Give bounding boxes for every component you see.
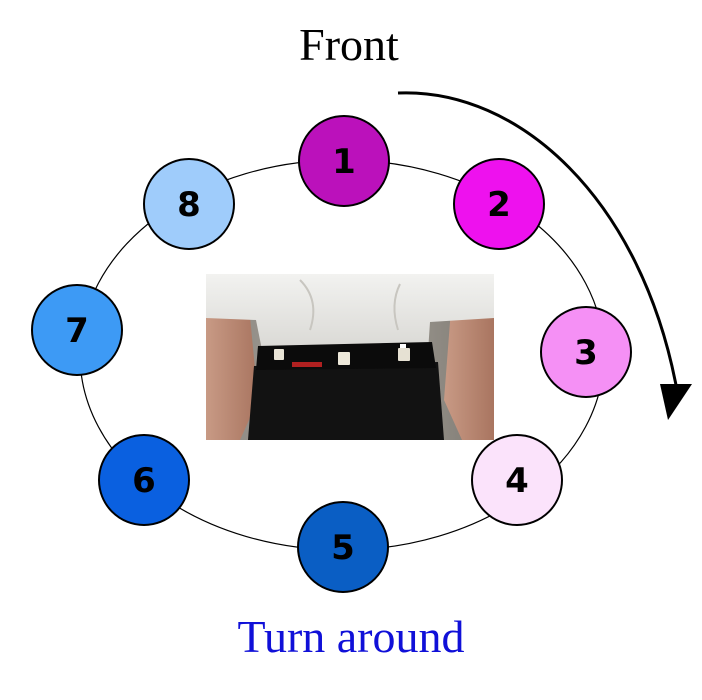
sensor-node-label: 4 xyxy=(505,461,529,501)
sensor-node-8: 8 xyxy=(143,158,235,250)
rotation-arrow-curve xyxy=(397,91,678,386)
sensor-node-circle xyxy=(98,434,190,526)
sensor-node-circle xyxy=(298,115,390,207)
sensor-node-label: 8 xyxy=(177,185,201,225)
sensor-node-circle xyxy=(297,501,389,593)
sensor-node-label: 5 xyxy=(331,528,355,568)
belt-photo xyxy=(206,274,494,440)
sensor-node-circle xyxy=(453,158,545,250)
sensor-node-label: 6 xyxy=(132,461,156,501)
sensor-node-circle xyxy=(540,306,632,398)
turn-around-label: Turn around xyxy=(237,611,465,662)
sensor-node-7: 7 xyxy=(31,284,123,376)
sensor-node-label: 1 xyxy=(332,142,356,182)
sensor-node-3: 3 xyxy=(540,306,632,398)
sensor-node-5: 5 xyxy=(297,501,389,593)
sensor-node-label: 2 xyxy=(487,185,511,225)
sensor-node-circle xyxy=(143,158,235,250)
sensor-node-circle xyxy=(471,434,563,526)
sensor-node-circle xyxy=(31,284,123,376)
sensor-node-label: 7 xyxy=(65,311,89,351)
sensor-node-2: 2 xyxy=(453,158,545,250)
sensor-node-1: 1 xyxy=(298,115,390,207)
rotation-arrow-head xyxy=(660,384,692,420)
sensor-nodes: 1 2 3 4 5 6 7 8 xyxy=(31,115,632,593)
sensor-node-label: 3 xyxy=(574,333,598,373)
sensor-node-4: 4 xyxy=(471,434,563,526)
sensor-node-6: 6 xyxy=(98,434,190,526)
front-label: Front xyxy=(299,19,399,70)
